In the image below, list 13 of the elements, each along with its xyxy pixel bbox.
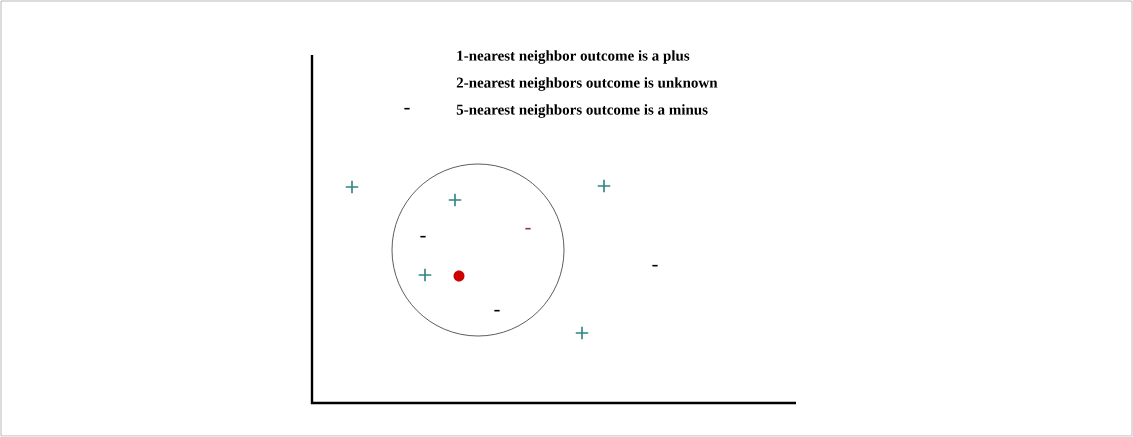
sign: + xyxy=(345,180,359,194)
legend-text: 2-nearest neighbors outcome is unknown xyxy=(456,77,718,91)
sign: - xyxy=(494,309,500,312)
sign: + xyxy=(418,268,432,282)
legend-text: 5-nearest neighbors outcome is a minus xyxy=(456,104,708,118)
sign: + xyxy=(448,193,462,207)
sign: - xyxy=(420,235,426,238)
sign: - xyxy=(404,107,410,110)
sign: + xyxy=(597,179,611,193)
sign: - xyxy=(652,264,658,267)
sign: + xyxy=(575,326,589,340)
sign: - xyxy=(525,227,531,230)
legend-text: 1-nearest neighbor outcome is a plus xyxy=(457,50,690,64)
